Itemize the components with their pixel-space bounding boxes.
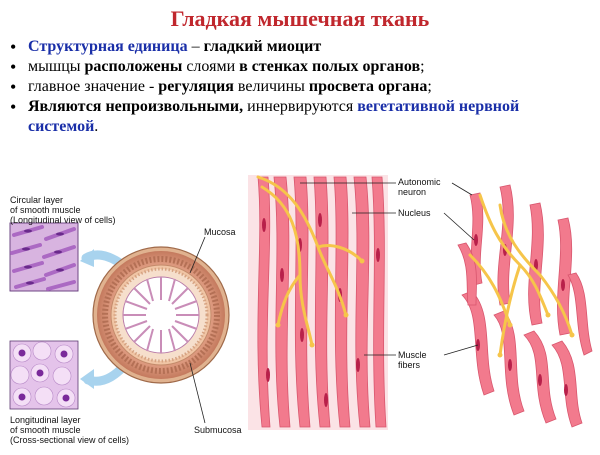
bullet-text: Являются непроизвольными, <box>28 98 244 115</box>
label-line: of smooth muscle <box>10 205 81 215</box>
bullet-text: гладкий миоцит <box>203 38 322 55</box>
label-line: of smooth muscle <box>10 425 81 435</box>
bullet-text: вегетативной нервной системой <box>28 98 520 135</box>
bullet-innervation: Являются непроизвольными, иннервируются … <box>10 97 590 137</box>
label-line: (Longitudinal view of cells) <box>10 215 116 225</box>
label-line: fibers <box>398 360 421 370</box>
bullet-list: Структурная единица – гладкий миоцит мыш… <box>10 37 590 137</box>
longitudinal-layer-tissue <box>9 340 79 410</box>
bullet-text: . <box>94 118 99 135</box>
mucosa-label: Mucosa <box>204 227 236 237</box>
label-line: neuron <box>398 187 427 197</box>
bullet-text: величины <box>233 78 309 95</box>
label-line: Longitudinal layer <box>10 415 81 425</box>
bullet-function: главное значение - регуляция величины пр… <box>10 77 590 97</box>
arrow-to-longitudinal <box>80 365 125 389</box>
organ-cross-section <box>92 236 230 424</box>
illustration-svg <box>9 175 593 430</box>
circular-layer-tissue <box>9 222 79 292</box>
bullet-structural-unit: Структурная единица – гладкий миоцит <box>10 37 590 57</box>
submucosa-label: Submucosa <box>194 425 242 435</box>
smooth-muscle-illustration: Circular layer of smooth muscle (Longitu… <box>0 165 600 450</box>
muscle-fibers-contracted <box>443 182 593 428</box>
page-title: Гладкая мышечная ткань <box>170 6 430 31</box>
bullet-text: иннервируются <box>243 98 358 115</box>
circular-layer-label: Circular layer of smooth muscle (Longitu… <box>10 195 116 225</box>
longitudinal-layer-label: Longitudinal layer of smooth muscle (Cro… <box>10 415 129 445</box>
nucleus-label: Nucleus <box>398 208 431 218</box>
muscle-fibers-longitudinal <box>248 175 396 430</box>
bullet-text: – <box>187 38 204 55</box>
bullet-text: просвета органа <box>308 78 428 95</box>
bullet-text: слоями <box>182 58 240 75</box>
bullet-text: регуляция <box>158 78 234 95</box>
label-line: (Cross-sectional view of cells) <box>10 435 130 445</box>
bullet-location: мышцы расположены слоями в стенках полых… <box>10 57 590 77</box>
bullet-text: ; <box>427 78 432 95</box>
bullet-text: мышцы <box>28 58 85 75</box>
bullet-text: расположены <box>84 58 183 75</box>
muscle-fibers-label: Muscle fibers <box>398 350 427 370</box>
bullet-text: главное значение - <box>28 78 159 95</box>
bullet-text: Структурная единица <box>28 38 188 55</box>
label-line: Muscle <box>398 350 427 360</box>
arrow-to-circular <box>80 249 125 268</box>
label-line: Circular layer <box>10 195 64 205</box>
autonomic-neuron-label: Autonomic neuron <box>398 177 441 197</box>
bullet-text: в стенках полых органов <box>239 58 421 75</box>
bullet-text: ; <box>420 58 425 75</box>
label-line: Autonomic <box>398 177 441 187</box>
